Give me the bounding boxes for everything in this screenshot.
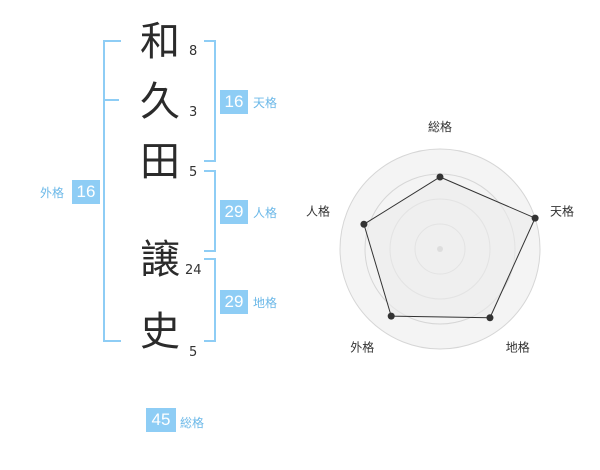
radar-point-3 bbox=[486, 314, 494, 322]
name-char-2: 久 bbox=[140, 79, 180, 125]
radar-point-4 bbox=[387, 312, 395, 320]
radar-series-polygon bbox=[363, 176, 536, 319]
soukaku-value: 45 bbox=[146, 408, 176, 432]
jinkaku-label: 人格 bbox=[253, 206, 278, 220]
gaikaku-bracket bbox=[103, 40, 121, 342]
jinkaku-value: 29 bbox=[220, 200, 248, 224]
name-char-5: 史 bbox=[140, 309, 180, 355]
radar-axis-label-1: 総格 bbox=[428, 119, 452, 134]
name-char-4: 譲 bbox=[140, 237, 180, 283]
gaikaku-value: 16 bbox=[72, 180, 100, 204]
jinkaku-bracket bbox=[204, 170, 216, 252]
chikaku-bracket bbox=[204, 258, 216, 342]
radar-axis-label-5: 人格 bbox=[306, 203, 330, 218]
name-char-1: 和 bbox=[140, 19, 180, 65]
radar-axis-label-4: 外格 bbox=[350, 340, 374, 355]
radar-axis-label-2: 天格 bbox=[550, 203, 574, 218]
stroke-count-3: 5 bbox=[189, 165, 198, 180]
stroke-count-1: 8 bbox=[189, 44, 198, 59]
stroke-count-5: 5 bbox=[189, 345, 198, 360]
stroke-count-2: 3 bbox=[189, 105, 198, 120]
radar-point-2 bbox=[531, 214, 539, 222]
radar-axis-label-3: 地格 bbox=[506, 340, 530, 355]
name-char-3: 田 bbox=[140, 139, 180, 185]
gaikaku-bracket-tick bbox=[105, 99, 119, 101]
gaikaku-label: 外格 bbox=[40, 186, 65, 200]
tenkaku-label: 天格 bbox=[253, 96, 278, 110]
tenkaku-value: 16 bbox=[220, 90, 248, 114]
soukaku-label: 総格 bbox=[180, 416, 205, 430]
radar-point-5 bbox=[360, 220, 368, 228]
radar-point-1 bbox=[436, 173, 444, 181]
tenkaku-bracket bbox=[204, 40, 216, 162]
chikaku-label: 地格 bbox=[253, 296, 278, 310]
stroke-count-4: 24 bbox=[185, 263, 202, 278]
radar-ring bbox=[339, 148, 541, 350]
chikaku-value: 29 bbox=[220, 290, 248, 314]
